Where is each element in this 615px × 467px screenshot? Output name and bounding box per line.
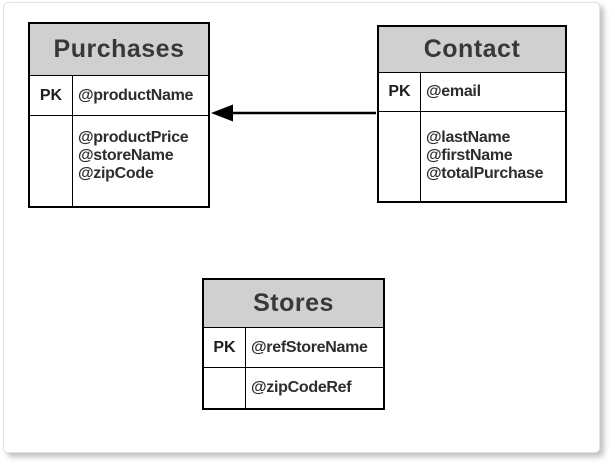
attribute-text: @productName: [78, 86, 194, 104]
table-row-attributes: @lastName @firstName @totalPurchase: [379, 112, 565, 201]
entity-table-contact: Contact PK @email @lastName @firstName @…: [377, 25, 567, 203]
table-title-purchases: Purchases: [30, 24, 208, 76]
table-row-pk: PK @email: [379, 73, 565, 112]
entity-table-stores: Stores PK @refStoreName @zipCodeRef: [202, 278, 385, 410]
attribute-list: @lastName @firstName @totalPurchase: [421, 112, 565, 201]
attribute-text: @productPrice: [78, 129, 189, 146]
attribute-text: @refStoreName: [251, 338, 368, 356]
table-title-stores: Stores: [204, 280, 383, 328]
attribute-text: @lastName: [426, 129, 511, 146]
attribute-list: @productPrice @storeName @zipCode: [73, 116, 208, 206]
pk-attribute: @productName: [73, 76, 208, 115]
attribute-text: @zipCodeRef: [251, 379, 352, 396]
pk-empty-cell: [379, 112, 421, 201]
pk-label: PK: [204, 328, 246, 367]
attribute-text: @firstName: [426, 147, 513, 164]
pk-empty-cell: [30, 116, 73, 206]
table-row-attributes: @productPrice @storeName @zipCode: [30, 116, 208, 206]
entity-table-purchases: Purchases PK @productName @productPrice …: [28, 22, 210, 208]
pk-label: PK: [30, 76, 73, 115]
attribute-text: @totalPurchase: [426, 165, 544, 182]
pk-attribute: @refStoreName: [246, 328, 383, 367]
table-row-attributes: @zipCodeRef: [204, 368, 383, 408]
pk-label: PK: [379, 73, 421, 111]
table-title-contact: Contact: [379, 27, 565, 73]
attribute-text: @zipCode: [78, 165, 154, 182]
attribute-text: @email: [426, 83, 481, 100]
attribute-text: @storeName: [78, 147, 174, 164]
pk-empty-cell: [204, 368, 246, 408]
table-row-pk: PK @refStoreName: [204, 328, 383, 368]
attribute-list: @zipCodeRef: [246, 368, 383, 408]
table-row-pk: PK @productName: [30, 76, 208, 116]
pk-attribute: @email: [421, 73, 565, 111]
